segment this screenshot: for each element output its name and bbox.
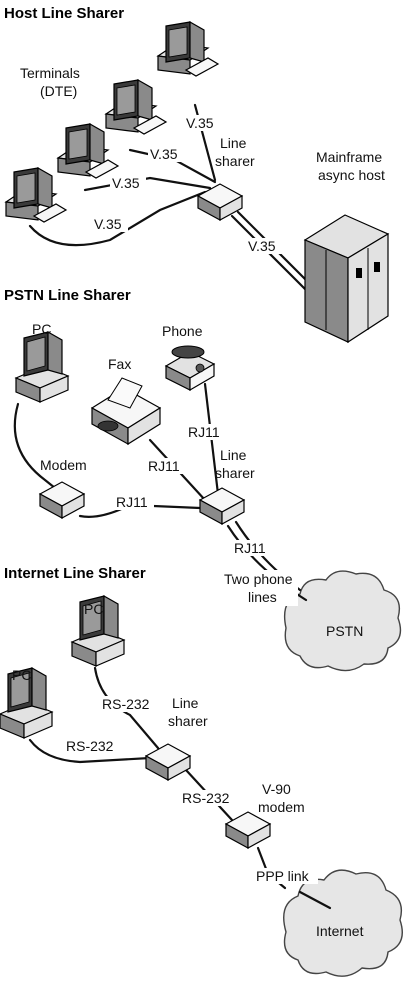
v35-label: V.35	[94, 216, 122, 232]
phone-lines-label-line2: lines	[248, 589, 277, 605]
mainframe-label-line2: async host	[318, 167, 385, 183]
pc-label: PC	[32, 321, 51, 337]
pc-label: PC	[12, 667, 31, 683]
mainframe-icon	[303, 214, 390, 344]
pc-label: PC	[84, 601, 103, 617]
phone-label: Phone	[162, 323, 203, 339]
v90-modem-icon	[225, 811, 271, 849]
phone-icon	[164, 345, 216, 392]
rj11-label: RJ11	[148, 458, 180, 474]
host-line-sharer-icon	[197, 183, 243, 221]
rs232-label: RS-232	[182, 790, 230, 806]
v35-label: V.35	[150, 146, 178, 162]
terminal-icon	[57, 123, 119, 179]
pstn-sharer-label-line2: sharer	[215, 465, 255, 481]
host-section-title: Host Line Sharer	[4, 5, 124, 22]
internet-line-sharer-icon	[145, 743, 191, 781]
pstn-cloud-label: PSTN	[326, 623, 363, 639]
internet-cloud-label: Internet	[316, 923, 364, 939]
pstn-section-title: PSTN Line Sharer	[4, 287, 131, 304]
v35-label: V.35	[248, 238, 276, 254]
host-section: Host Line Sharer Terminals (DTE) V.35	[4, 5, 390, 344]
v35-label: V.35	[186, 115, 214, 131]
rj11-label: RJ11	[116, 494, 148, 510]
rs232-label: RS-232	[102, 696, 150, 712]
internet-sharer-label-line1: Line	[172, 695, 199, 711]
modem-label: Modem	[40, 457, 87, 473]
mainframe-label-line1: Mainframe	[316, 149, 382, 165]
terminal-icon	[105, 79, 167, 135]
terminal-icon	[5, 167, 67, 223]
rj11-label: RJ11	[188, 424, 220, 440]
rs232-label: RS-232	[66, 738, 114, 754]
pstn-cloud	[283, 570, 402, 672]
terminals-label: Terminals	[20, 65, 80, 81]
fax-icon	[90, 377, 162, 446]
host-sharer-label-line1: Line	[220, 135, 247, 151]
dte-label: (DTE)	[40, 83, 77, 99]
v90-modem-label-line2: modem	[258, 799, 305, 815]
pstn-section: PSTN Line Sharer PC Pho	[4, 287, 402, 672]
phone-lines-label-line1: Two phone	[224, 571, 293, 587]
pstn-line-sharer-icon	[199, 487, 245, 525]
ppp-link-label: PPP link	[256, 868, 310, 884]
terminal-icon	[157, 21, 219, 77]
host-sharer-label-line2: sharer	[215, 153, 255, 169]
v90-modem-label-line1: V-90	[262, 781, 291, 797]
pstn-sharer-label-line1: Line	[220, 447, 247, 463]
internet-section: Internet Line Sharer PC PC RS-232 RS-232…	[0, 565, 403, 977]
modem-icon	[39, 481, 85, 519]
internet-section-title: Internet Line Sharer	[4, 565, 146, 582]
pc-icon	[15, 331, 69, 403]
fax-label: Fax	[108, 356, 131, 372]
rj11-label: RJ11	[234, 540, 266, 556]
v35-label: V.35	[112, 175, 140, 191]
internet-sharer-label-line2: sharer	[168, 713, 208, 729]
